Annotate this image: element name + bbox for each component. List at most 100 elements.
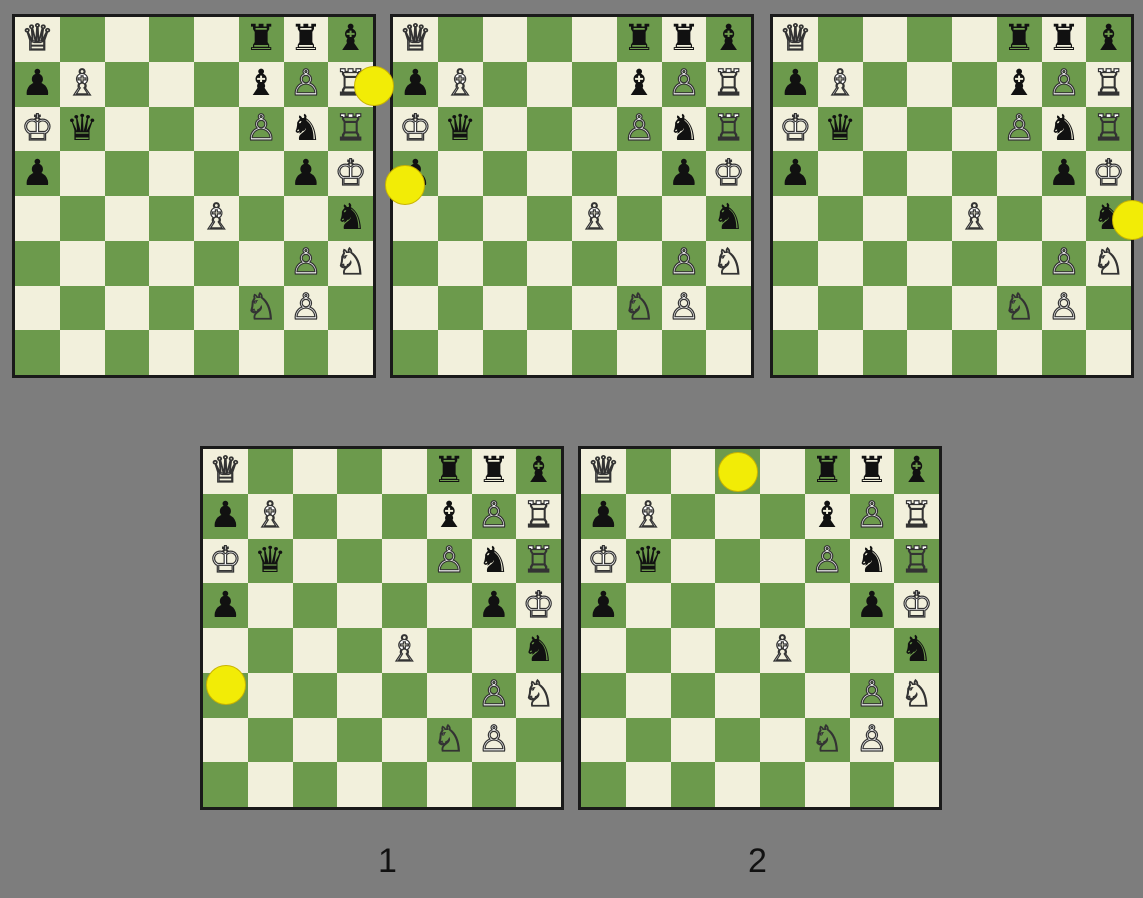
square <box>194 286 239 331</box>
highlight-marker <box>1112 200 1143 240</box>
square <box>760 449 805 494</box>
square <box>15 286 60 331</box>
square <box>337 494 382 539</box>
square: ♞ <box>850 539 895 584</box>
white-pawn-icon: ♙ <box>290 290 322 326</box>
square <box>671 583 716 628</box>
square <box>715 539 760 584</box>
square <box>15 196 60 241</box>
square <box>60 196 105 241</box>
square <box>894 762 939 807</box>
highlight-marker <box>385 165 425 205</box>
square <box>483 241 528 286</box>
square: ♔ <box>516 583 561 628</box>
white-pawn-icon: ♙ <box>245 111 277 147</box>
white-pawn-icon: ♙ <box>433 543 465 579</box>
square: ♞ <box>1086 196 1131 241</box>
square <box>863 62 908 107</box>
white-knight-icon: ♘ <box>811 722 843 758</box>
black-knight-icon: ♞ <box>522 632 554 668</box>
square: ♔ <box>1086 151 1131 196</box>
square <box>427 628 472 673</box>
square: ♟ <box>203 494 248 539</box>
white-rook-icon: ♖ <box>522 498 554 534</box>
square: ♝ <box>617 62 662 107</box>
square <box>805 628 850 673</box>
square <box>818 151 863 196</box>
white-pawn-icon: ♙ <box>856 498 888 534</box>
square <box>626 583 671 628</box>
square <box>706 286 751 331</box>
square <box>760 583 805 628</box>
square: ♖ <box>1086 62 1131 107</box>
square <box>472 762 517 807</box>
square: ♞ <box>1042 107 1087 152</box>
white-rook-icon: ♖ <box>900 543 932 579</box>
board-option-1[interactable]: ♕♜♜♝♟♗♝♙♖♔♛♙♞♖♟♟♔♗♞♙♘♘♙ <box>200 446 564 810</box>
board-option-2[interactable]: ♕♜♜♝♟♗♝♙♖♔♛♙♞♖♟♟♔♗♞♙♘♘♙ <box>578 446 942 810</box>
square <box>105 286 150 331</box>
square <box>863 241 908 286</box>
square <box>194 62 239 107</box>
square: ♔ <box>706 151 751 196</box>
square: ♟ <box>15 62 60 107</box>
square: ♞ <box>328 196 373 241</box>
white-bishop-icon: ♗ <box>444 66 476 102</box>
black-pawn-icon: ♟ <box>209 588 241 624</box>
square: ♖ <box>516 539 561 584</box>
square <box>60 17 105 62</box>
square: ♛ <box>248 539 293 584</box>
white-pawn-icon: ♙ <box>290 66 322 102</box>
square <box>382 673 427 718</box>
square <box>572 17 617 62</box>
white-king-icon: ♔ <box>209 543 241 579</box>
square <box>626 673 671 718</box>
square: ♞ <box>472 539 517 584</box>
black-queen-icon: ♛ <box>66 111 98 147</box>
square <box>293 449 338 494</box>
square: ♝ <box>997 62 1042 107</box>
square <box>715 762 760 807</box>
square: ♝ <box>328 17 373 62</box>
square <box>203 762 248 807</box>
square <box>239 196 284 241</box>
black-pawn-icon: ♟ <box>779 66 811 102</box>
square <box>572 286 617 331</box>
square: ♜ <box>850 449 895 494</box>
square: ♘ <box>805 718 850 763</box>
white-king-icon: ♔ <box>334 156 366 192</box>
white-pawn-icon: ♙ <box>668 245 700 281</box>
black-knight-icon: ♞ <box>712 200 744 236</box>
square <box>760 494 805 539</box>
square <box>337 583 382 628</box>
black-rook-icon: ♜ <box>668 21 700 57</box>
white-knight-icon: ♘ <box>1003 290 1035 326</box>
white-queen-icon: ♕ <box>21 21 53 57</box>
square <box>337 628 382 673</box>
black-bishop-icon: ♝ <box>433 498 465 534</box>
white-king-icon: ♔ <box>587 543 619 579</box>
square: ♖ <box>328 107 373 152</box>
white-queen-icon: ♕ <box>209 453 241 489</box>
black-rook-icon: ♜ <box>623 21 655 57</box>
white-rook-icon: ♖ <box>712 111 744 147</box>
square <box>438 151 483 196</box>
square <box>626 762 671 807</box>
square <box>818 241 863 286</box>
square <box>60 330 105 375</box>
square: ♗ <box>194 196 239 241</box>
white-knight-icon: ♘ <box>334 245 366 281</box>
black-knight-icon: ♞ <box>900 632 932 668</box>
square: ♝ <box>706 17 751 62</box>
square <box>773 196 818 241</box>
square: ♛ <box>818 107 863 152</box>
square: ♖ <box>894 539 939 584</box>
square <box>818 196 863 241</box>
square <box>203 673 248 718</box>
square: ♝ <box>1086 17 1131 62</box>
square: ♕ <box>581 449 626 494</box>
black-bishop-icon: ♝ <box>1092 21 1124 57</box>
square: ♙ <box>1042 241 1087 286</box>
square <box>894 718 939 763</box>
square <box>818 330 863 375</box>
